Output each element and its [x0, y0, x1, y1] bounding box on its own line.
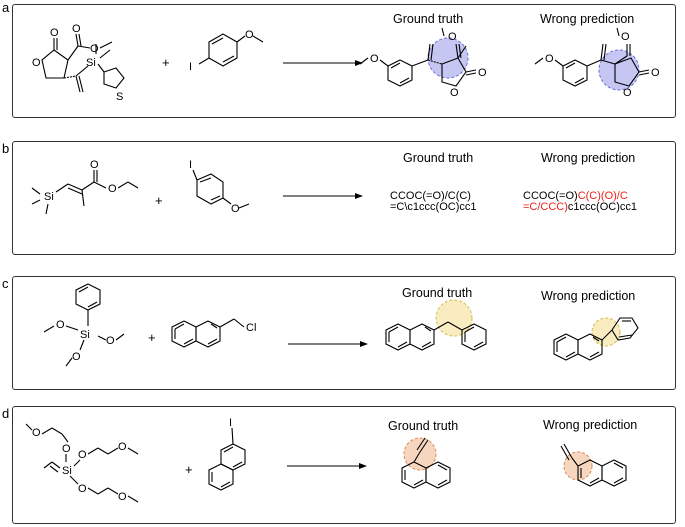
panel-c: [12, 276, 676, 390]
panel-b-reactant-iodoanisole: I O: [189, 159, 250, 215]
atom-O: O: [32, 57, 41, 69]
atom-Si: Si: [62, 465, 72, 477]
atom-O: O: [651, 67, 660, 79]
highlight-circle: [435, 299, 473, 337]
atom-O: O: [623, 87, 632, 99]
atom-Cl: Cl: [246, 322, 256, 334]
smiles-line: CCOC(=O)/C(C): [390, 190, 471, 202]
panel-d-ground-truth-label: Ground truth: [388, 419, 459, 433]
panel-b: [12, 141, 676, 255]
smiles-correct-part: CCOC(=O): [523, 190, 578, 202]
atom-O: O: [72, 351, 81, 363]
panel-b-ground-truth-smiles: CCOC(=O)/C(C) =C\c1ccc(OC)cc1: [390, 191, 477, 213]
highlight-circle: [403, 437, 437, 471]
atom-O: O: [118, 491, 127, 503]
atom-O: O: [245, 29, 254, 41]
atom-O: O: [106, 335, 115, 347]
panel-d-ground-truth-product: [401, 437, 451, 489]
atom-S: S: [116, 91, 123, 103]
panel-d-wrong-prediction-label: Wrong prediction: [543, 418, 638, 432]
atom-O: O: [90, 43, 99, 55]
atom-O: O: [90, 159, 99, 171]
panel-a-letter: a: [2, 0, 10, 15]
panel-a-wrong-prediction-label: Wrong prediction: [540, 12, 635, 26]
panel-c-reaction-arrow: [288, 341, 368, 347]
panel-c-letter: c: [2, 276, 9, 291]
panel-c-ground-truth-label: Ground truth: [402, 286, 473, 300]
atom-O: O: [370, 53, 379, 65]
panel-a-ground-truth-product: O O O O: [359, 27, 487, 99]
panel-b-ground-truth-label: Ground truth: [403, 151, 474, 165]
atom-O: O: [231, 203, 240, 215]
atom-O: O: [478, 67, 487, 79]
panel-b-wrong-prediction-smiles: CCOC(=O)C(C)(O)/C =C/CCC)c1ccc(OC)cc1: [523, 191, 637, 213]
highlight-circle: [598, 49, 640, 91]
panel-d-reactant-iodonaphthalene: I: [208, 417, 246, 491]
atom-O: O: [118, 441, 127, 453]
panel-c-wrong-prediction-label: Wrong prediction: [541, 289, 636, 303]
atom-O: O: [545, 53, 554, 65]
atom-O: O: [448, 31, 457, 43]
atom-O: O: [78, 449, 87, 461]
atom-O: O: [50, 27, 59, 39]
atom-O: O: [108, 183, 117, 195]
panel-d-letter: d: [2, 406, 10, 421]
panel-b-wrong-prediction-label: Wrong prediction: [541, 151, 636, 165]
panel-d-plus: +: [185, 462, 193, 477]
panel-a-plus: +: [162, 55, 170, 70]
panel-c-plus: +: [148, 330, 156, 345]
smiles-line: =C\c1ccc(OC)cc1: [390, 201, 477, 213]
panel-c-ground-truth-product: [385, 299, 487, 351]
panel-b-letter: b: [2, 141, 10, 156]
panel-d-wrong-prediction-product: [560, 443, 627, 487]
atom-I: I: [189, 159, 192, 171]
highlight-circle: [591, 317, 621, 347]
atom-O: O: [62, 443, 71, 455]
panel-a-reaction-arrow: [283, 60, 363, 66]
atom-O: O: [450, 87, 459, 99]
atom-Si: Si: [80, 329, 90, 341]
panel-c-reactant-chloromethylnaphthalene: Cl: [171, 318, 256, 348]
atom-O: O: [72, 23, 81, 35]
panel-b-reaction-arrow: [283, 193, 363, 199]
panel-b-plus: +: [155, 193, 163, 208]
atom-I: I: [229, 417, 232, 429]
panel-a-reactant-lactone-silane: O O O O Si S: [32, 23, 125, 103]
atom-O: O: [78, 483, 87, 495]
panel-c-wrong-prediction-product: [553, 317, 639, 361]
smiles-correct-part: c1ccc(OC)cc1: [567, 201, 637, 213]
atom-Si: Si: [44, 191, 54, 203]
panel-b-reactant-vinyl-silane-ester: Si O O: [31, 159, 139, 215]
smiles-error-part: C(C)(O)/C: [577, 190, 628, 202]
atom-O: O: [621, 31, 630, 43]
smiles-error-part: =C/CCC): [523, 201, 568, 213]
atom-O: O: [32, 427, 41, 439]
atom-I: I: [189, 61, 192, 73]
panel-a-ground-truth-label: Ground truth: [393, 12, 464, 26]
highlight-circle: [427, 37, 469, 79]
panel-d-reaction-arrow: [287, 463, 367, 469]
panel-a-wrong-prediction-product: O O O O: [534, 27, 660, 99]
panel-d-reactant-vinyl-tris-methoxyethoxy-silane: O O Si O O O O: [25, 423, 139, 503]
panel-a: [12, 4, 676, 118]
atom-O: O: [56, 319, 65, 331]
panel-a-reactant-iodoanisole: I O: [189, 29, 264, 73]
atom-Si: Si: [86, 57, 96, 69]
panel-c-reactant-phenyltrimethoxysilane: Si O O O: [43, 283, 125, 367]
